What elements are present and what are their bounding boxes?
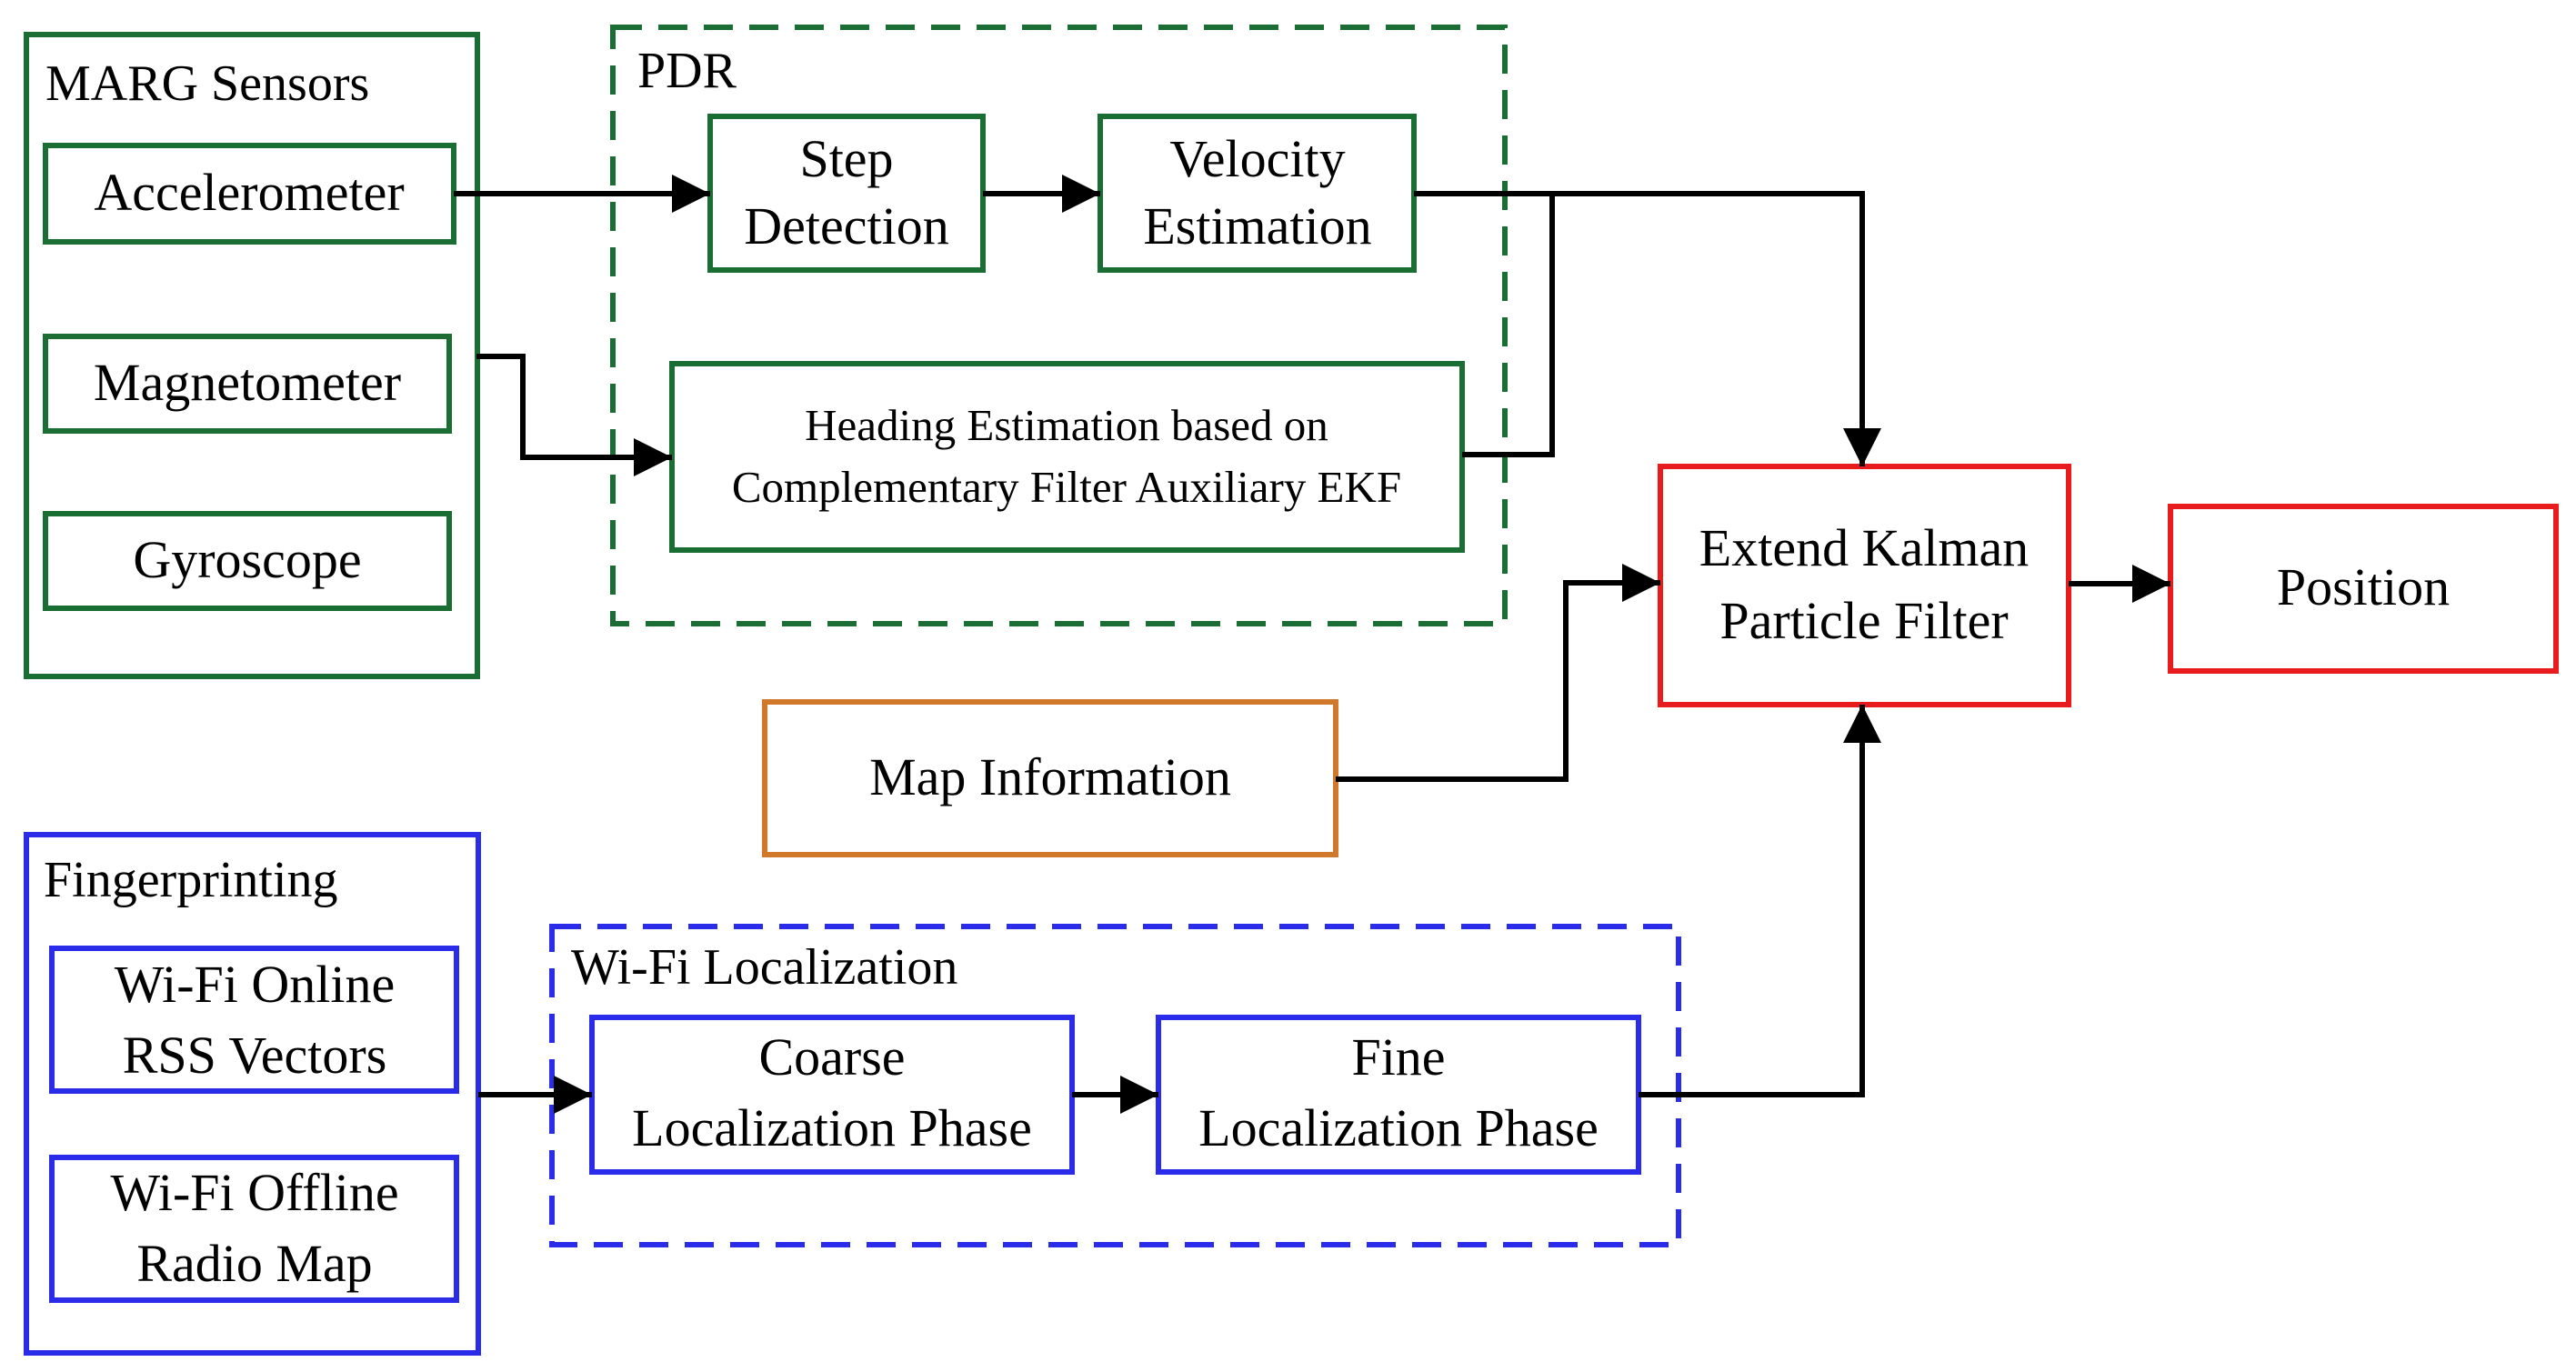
wifi-online-label-line2: RSS Vectors — [123, 1026, 387, 1085]
wifi-online-box — [49, 946, 459, 1094]
labels: MARG Sensors Accelerometer Magnetometer … — [44, 43, 2450, 1293]
position-box — [2168, 504, 2559, 674]
magnetometer-label: Magnetometer — [94, 353, 401, 412]
ekpf-label-line1: Extend Kalman — [1699, 518, 2029, 577]
ekpf-box — [1658, 464, 2071, 707]
line-heading-to-velocity-output — [1462, 194, 1555, 457]
ekpf-label-line2: Particle Filter — [1719, 591, 2008, 650]
fine-localization-label-line1: Fine — [1351, 1027, 1445, 1087]
gyroscope-box — [43, 511, 452, 611]
heading-estimation-box — [669, 361, 1465, 553]
coarse-localization-label-line2: Localization Phase — [632, 1098, 1032, 1157]
heading-estimation-label-line2: Complementary Filter Auxiliary EKF — [732, 462, 1401, 512]
wifi-localization-dashed-box — [549, 924, 1681, 1247]
step-detection-label-line1: Step — [799, 129, 893, 188]
wifi-localization-title: Wi-Fi Localization — [571, 939, 957, 996]
map-information-label: Map Information — [869, 747, 1231, 806]
wifi-offline-label-line2: Radio Map — [136, 1234, 372, 1293]
arrow-velocity-to-filter — [1414, 191, 1881, 466]
arrow-map-to-filter — [1336, 564, 1660, 782]
wifi-offline-label-line1: Wi-Fi Offline — [110, 1163, 398, 1222]
arrow-magnetometer-to-heading — [476, 354, 672, 476]
pdr-dashed-box — [610, 25, 1508, 626]
step-detection-label-line2: Detection — [744, 196, 948, 255]
connectors — [454, 175, 2170, 1114]
fine-localization-label-line2: Localization Phase — [1198, 1098, 1599, 1157]
fingerprinting-group — [24, 832, 481, 1356]
velocity-estimation-label-line2: Estimation — [1143, 196, 1371, 255]
pdr-title: PDR — [637, 43, 737, 99]
wifi-offline-box — [49, 1155, 459, 1303]
marg-sensors-title: MARG Sensors — [45, 55, 369, 112]
velocity-estimation-label-line1: Velocity — [1169, 129, 1345, 188]
accelerometer-label: Accelerometer — [94, 163, 404, 222]
wifi-online-label-line1: Wi-Fi Online — [115, 955, 396, 1014]
coarse-localization-label-line1: Coarse — [758, 1027, 905, 1087]
gyroscope-label: Gyroscope — [133, 530, 361, 589]
pdr-group — [610, 25, 1508, 626]
heading-estimation-label-line1: Heading Estimation based on — [805, 400, 1328, 450]
magnetometer-box — [43, 334, 452, 434]
position-label: Position — [2277, 557, 2450, 616]
fingerprinting-title: Fingerprinting — [44, 852, 338, 908]
arrow-fine-to-filter — [1639, 705, 1881, 1097]
